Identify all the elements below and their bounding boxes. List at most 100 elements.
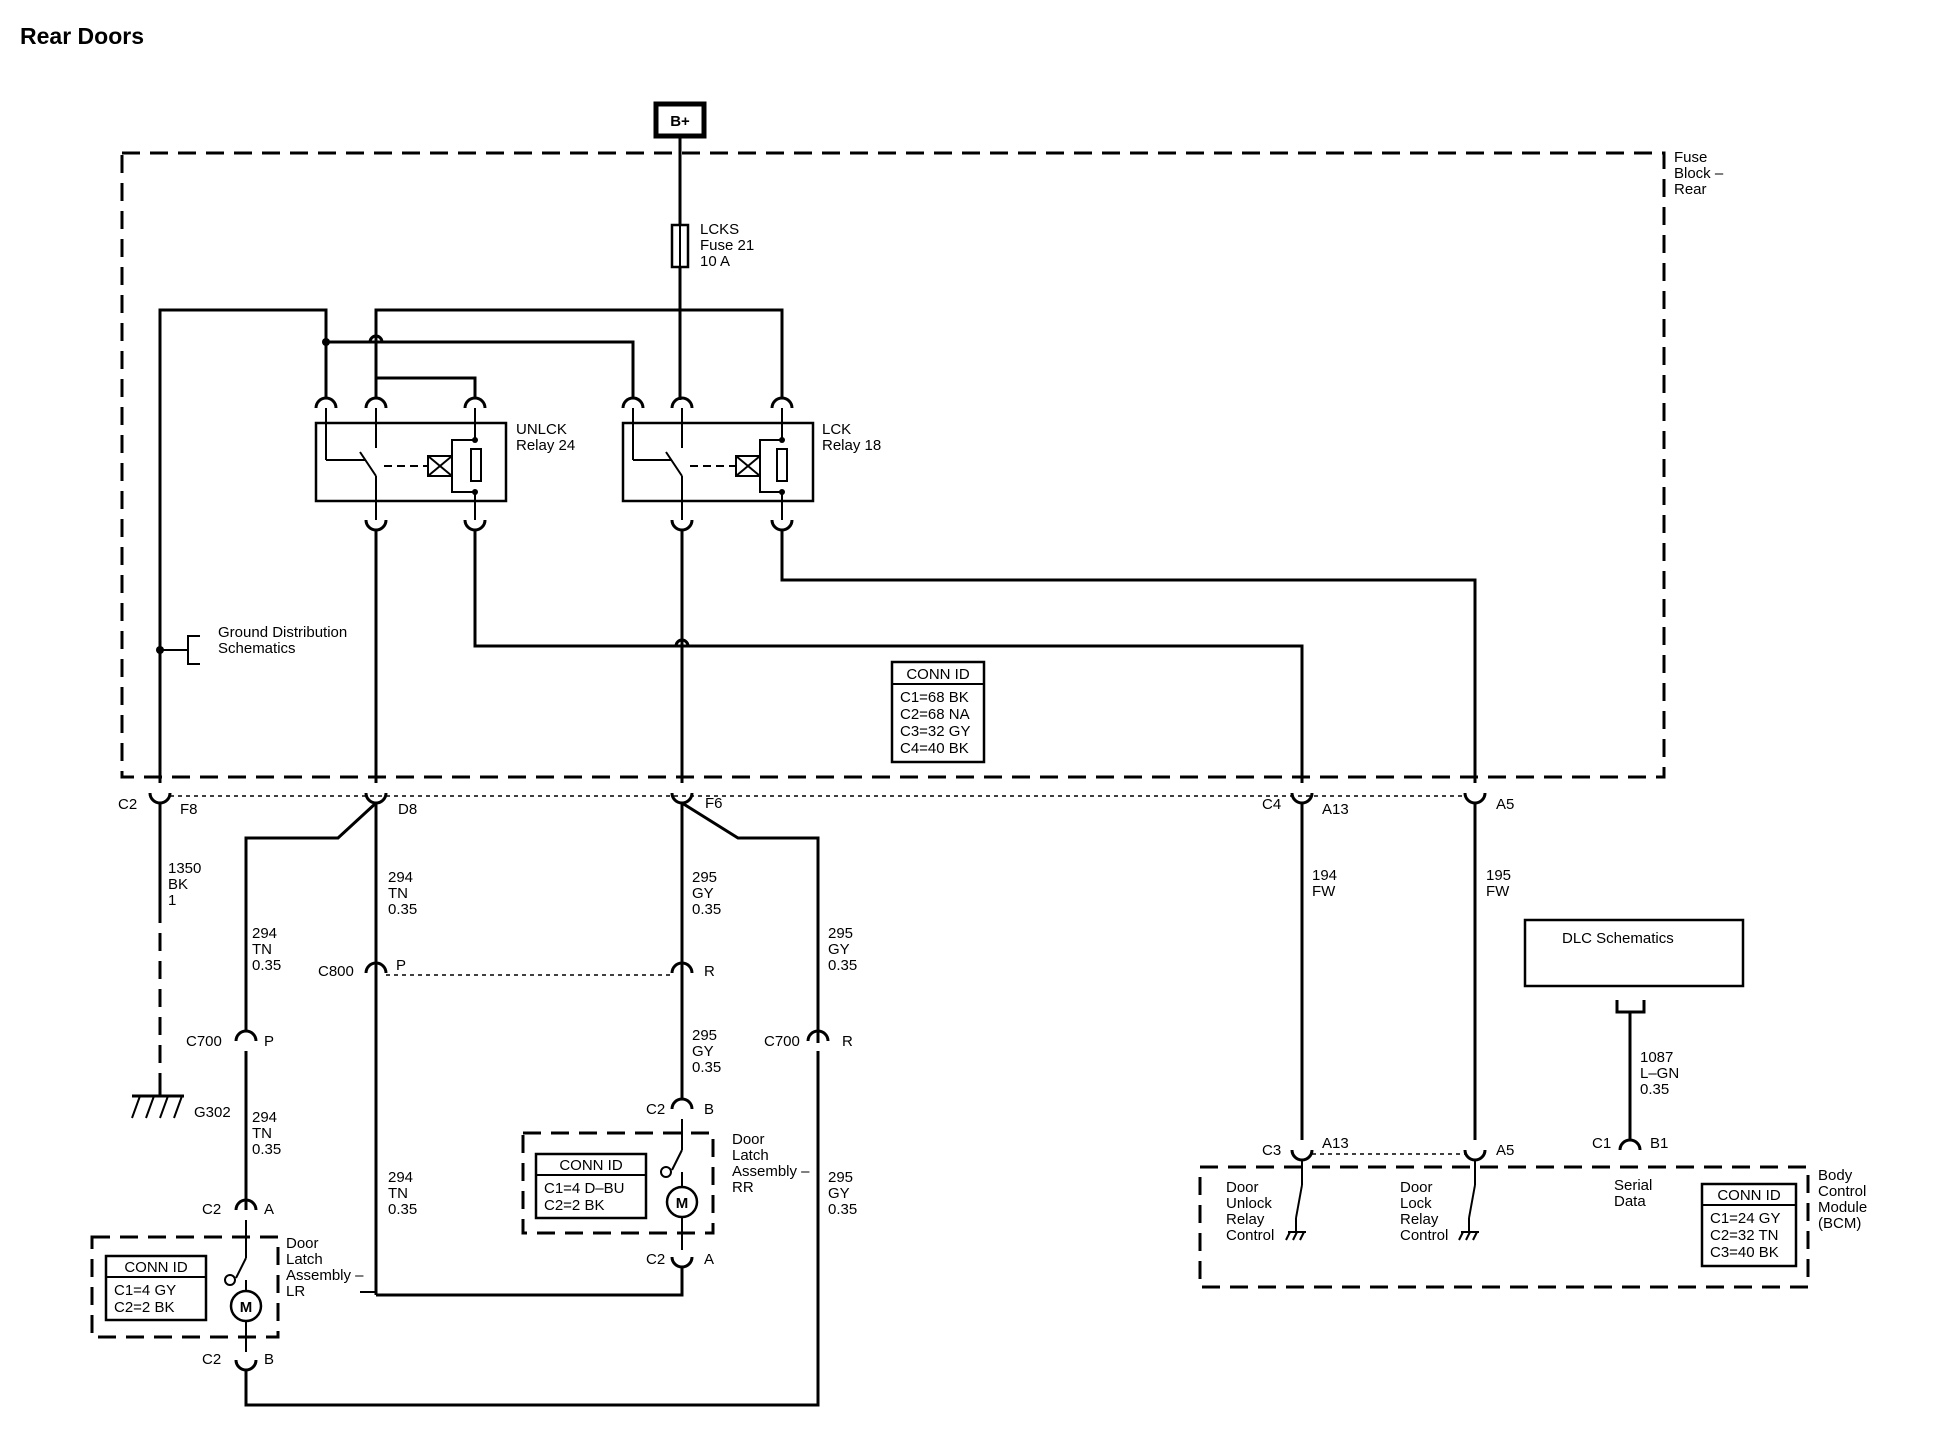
conn-id-line: C1=24 GY — [1710, 1210, 1780, 1227]
bcm-ground-tick — [1292, 1231, 1298, 1241]
conn-lr-c2-a: C2 — [202, 1201, 221, 1218]
connector-pin — [364, 961, 388, 974]
conn-id-line: C1=4 D–BU — [544, 1180, 624, 1197]
latch-lr-label-1: Door — [286, 1235, 319, 1252]
latch-lr-outline — [90, 1235, 280, 1339]
bcm-unlock-label: Relay — [1226, 1211, 1265, 1228]
conn-c700-right: C700 — [764, 1033, 800, 1050]
pin-rr-a: A — [704, 1251, 714, 1268]
conn-c800: C800 — [318, 963, 354, 980]
wire-label: TN — [252, 1125, 272, 1142]
wire-label: 1350 — [168, 860, 201, 877]
latch-lr-label-2: Latch — [286, 1251, 323, 1268]
relay-common-wire — [326, 340, 635, 398]
fuse-block-conn-id — [890, 660, 986, 764]
ground-label: G302 — [194, 1104, 231, 1121]
latch-rr-label-1: Door — [732, 1131, 765, 1148]
wire-label: 295 — [828, 925, 853, 942]
bcm-module-label: (BCM) — [1818, 1215, 1861, 1232]
pin-r: R — [704, 963, 715, 980]
conn-rr-c2-b: C2 — [646, 1101, 665, 1118]
lock-relay-label-1: LCK — [822, 421, 851, 438]
relay-coil-wire — [759, 408, 783, 456]
ground-symbol-tick — [173, 1095, 183, 1119]
fuse-block-label-1: Fuse — [1674, 149, 1707, 166]
pin-lr-a: A — [264, 1201, 274, 1218]
wire-crossover — [674, 638, 690, 647]
ground-dist-label-2: Schematics — [218, 640, 296, 657]
ground-symbol-tick — [159, 1095, 169, 1119]
conn-id-line: C2=2 BK — [114, 1299, 174, 1316]
conn-bcm-c1: C1 — [1592, 1135, 1611, 1152]
conn-id-line: C1=68 BK — [900, 689, 969, 706]
bcm-lock-label: Control — [1400, 1227, 1448, 1244]
wire-label: 0.35 — [252, 1141, 281, 1158]
pin-bcm-b1: B1 — [1650, 1135, 1668, 1152]
ground-dist-bracket — [187, 635, 200, 665]
wire-label: GY — [692, 885, 714, 902]
bcm-ground-tick — [1299, 1231, 1305, 1241]
connector-pin — [670, 792, 694, 805]
pin-rr-b: B — [704, 1101, 714, 1118]
ground-symbol-tick — [131, 1095, 141, 1119]
conn-id-line: C2=2 BK — [544, 1197, 604, 1214]
connector-pin — [1463, 792, 1487, 805]
conn-id-line: C3=32 GY — [900, 723, 970, 740]
connector-pin — [234, 1029, 258, 1042]
conn-id-line: C4=40 BK — [900, 740, 969, 757]
wire-label: TN — [388, 1185, 408, 1202]
motor-label: M — [676, 1195, 689, 1212]
dlc-schematics-box — [1523, 918, 1745, 988]
ground-symbol-tick — [145, 1095, 155, 1119]
connector-pin — [670, 1256, 694, 1269]
pin-p: P — [396, 957, 406, 974]
bcm-ground-tick — [1285, 1231, 1291, 1241]
wire-label: 0.35 — [1640, 1081, 1669, 1098]
wire-label: FW — [1312, 883, 1336, 900]
conn-id-header: CONN ID — [559, 1157, 623, 1174]
pin-c700-r: R — [842, 1033, 853, 1050]
splice-dot — [472, 489, 478, 495]
conn-id-header: CONN ID — [906, 666, 970, 683]
relay-switch-contact — [359, 451, 377, 477]
bcm-ground-tick — [1458, 1231, 1464, 1241]
wire-label: TN — [252, 941, 272, 958]
motor-label: M — [240, 1299, 253, 1316]
relay-pin — [314, 396, 338, 409]
wire-label: BK — [168, 876, 188, 893]
wire-label: L–GN — [1640, 1065, 1679, 1082]
bcm-lock-label: Door — [1400, 1179, 1433, 1196]
unlock-coil-control-wire — [473, 530, 1304, 783]
relay-pin — [670, 519, 694, 532]
wire-label: 295 — [692, 869, 717, 886]
wire-label: 294 — [388, 1169, 413, 1186]
pin-a13: A13 — [1322, 801, 1349, 818]
splice-dot — [472, 437, 478, 443]
latch-lr-switch-pivot — [224, 1274, 236, 1286]
wire-label: 0.35 — [828, 957, 857, 974]
wire-label: 0.35 — [692, 901, 721, 918]
conn-id-line: C2=68 NA — [900, 706, 970, 723]
bcm-lock-label: Relay — [1400, 1211, 1439, 1228]
wire-label: 294 — [252, 925, 277, 942]
wire-label: 294 — [252, 1109, 277, 1126]
wire-label: 195 — [1486, 867, 1511, 884]
bcm-module-label: Module — [1818, 1199, 1867, 1216]
wire-294-rr-return — [376, 1267, 684, 1297]
fuse-block-label-3: Rear — [1674, 181, 1707, 198]
page-title: Rear Doors — [20, 23, 144, 49]
connector-pin — [670, 961, 694, 974]
wire-label: 0.35 — [828, 1201, 857, 1218]
conn-id-header: CONN ID — [1717, 1187, 1781, 1204]
latch-rr-outline — [521, 1131, 715, 1235]
wire-label: 0.35 — [388, 1201, 417, 1218]
relay-pin — [463, 396, 487, 409]
conn-id-line: C2=32 TN — [1710, 1227, 1779, 1244]
wire-label: 1 — [168, 892, 176, 909]
connector-pin — [670, 1097, 694, 1110]
wire-label: FW — [1486, 883, 1510, 900]
relay-pin — [364, 519, 388, 532]
conn-id-line: C3=40 BK — [1710, 1244, 1779, 1261]
fuse-label-1: LCKS — [700, 221, 739, 238]
latch-rr-switch-pivot — [660, 1166, 672, 1178]
